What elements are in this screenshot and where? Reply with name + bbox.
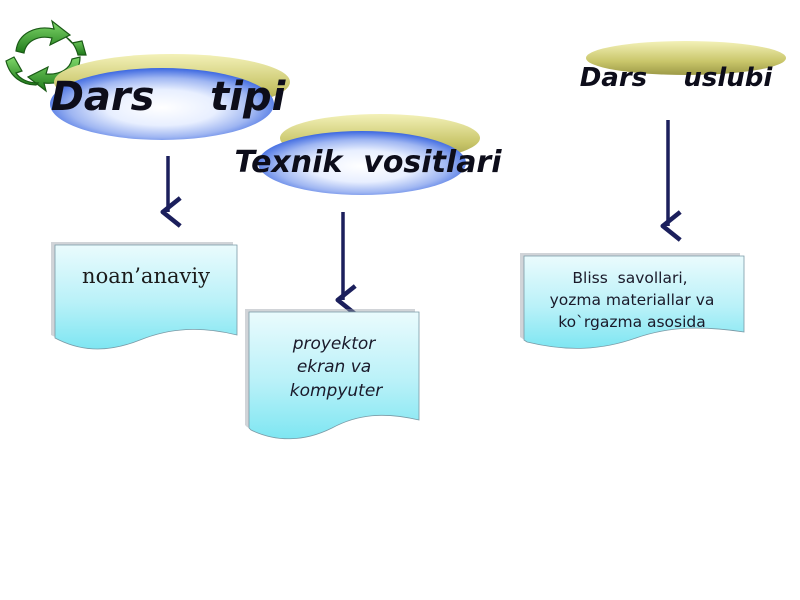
header-texnik-vositlari-text: Texnik vositlari: [234, 145, 502, 180]
box-texnik-line1: proyektor: [292, 334, 377, 354]
box-texnik-vositlari: proyektor ekran va kompyuter: [245, 309, 420, 440]
box-shape: [248, 311, 420, 440]
header-blue-glow: [258, 131, 466, 195]
box-shape: [54, 244, 238, 350]
box-uslubi-line2: yozma materiallar va: [550, 291, 715, 309]
header-dars-tipi-text: Dars tipi: [51, 74, 287, 120]
box-dars-tipi: noan’anaviy: [51, 242, 238, 350]
box-texnik-line2: ekran va: [297, 357, 371, 377]
box-uslubi-line3: ko`rgazma asosida: [558, 313, 706, 331]
box-dars-tipi-text: noan’anaviy: [82, 264, 210, 288]
recycle-icon: [5, 19, 87, 93]
box-shape: [523, 255, 745, 349]
header-texnik-vositlari: Texnik vositlari: [234, 114, 502, 195]
header-dars-uslubi-text: Dars uslubi: [580, 63, 774, 93]
header-blue-glow: [50, 68, 274, 140]
header-gold-rim: [586, 41, 786, 75]
box-texnik-line3: kompyuter: [290, 381, 384, 401]
header-dars-uslubi: Dars uslubi: [580, 41, 786, 93]
box-uslubi-line1: Bliss savollari,: [572, 269, 687, 287]
box-dars-uslubi: Bliss savollari, yozma materiallar va ko…: [520, 253, 745, 349]
header-dars-tipi: Dars tipi: [50, 54, 290, 140]
